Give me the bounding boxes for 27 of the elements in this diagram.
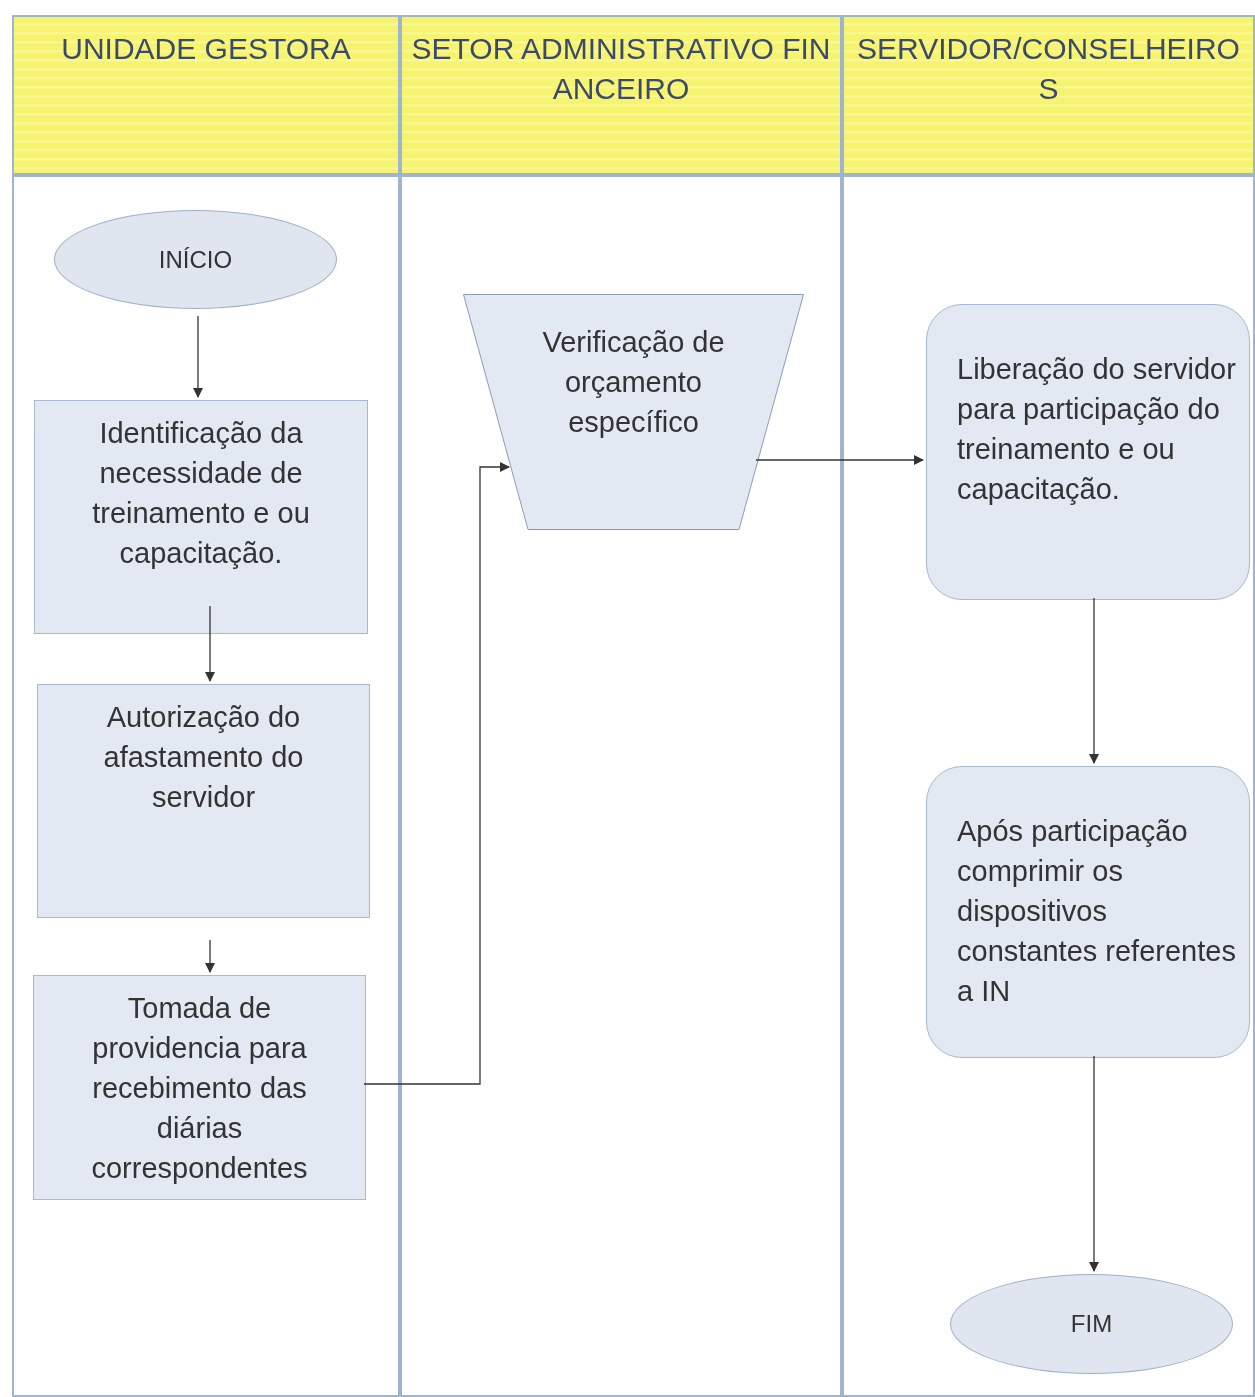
node-label: Liberação do servidor para participação do treinamento e ou capacitação. xyxy=(957,352,1237,507)
node-label: Identificação da necessidade de treinamento e ou capacitação. xyxy=(91,416,311,571)
arrow xyxy=(363,462,510,1085)
node-label: FIM xyxy=(1070,1309,1113,1339)
process-box xyxy=(33,975,366,1200)
process-box xyxy=(926,766,1250,1058)
arrow xyxy=(1089,1055,1099,1272)
node-label: Verificação de orçamento específico xyxy=(541,325,726,440)
arrow xyxy=(205,939,215,973)
arrow xyxy=(193,315,203,398)
lane-header: SERVIDOR/CONSELHEIROS xyxy=(844,17,1253,177)
arrow xyxy=(1089,597,1099,764)
process-box xyxy=(34,400,368,634)
lane-header: UNIDADE GESTORA xyxy=(14,17,398,177)
node-label: Autorização do afastamento do servidor xyxy=(102,700,305,815)
arrow xyxy=(755,455,924,465)
node-label: Após participação comprimir os dispositivos constantes referentes a IN xyxy=(957,814,1237,1009)
swimlane xyxy=(12,15,400,1397)
node-label: Tomada de providencia para recebimento das diárias correspondentes xyxy=(90,991,309,1186)
process-box xyxy=(926,304,1250,600)
node-label: INÍCIO xyxy=(158,244,233,275)
arrow xyxy=(205,605,215,682)
process-box xyxy=(37,684,370,918)
swimlane xyxy=(400,15,842,1397)
lane-header: SETOR ADMINISTRATIVO FINANCEIRO xyxy=(402,17,840,177)
manual-operation-trapezoid xyxy=(463,294,804,530)
swimlane xyxy=(842,15,1255,1397)
